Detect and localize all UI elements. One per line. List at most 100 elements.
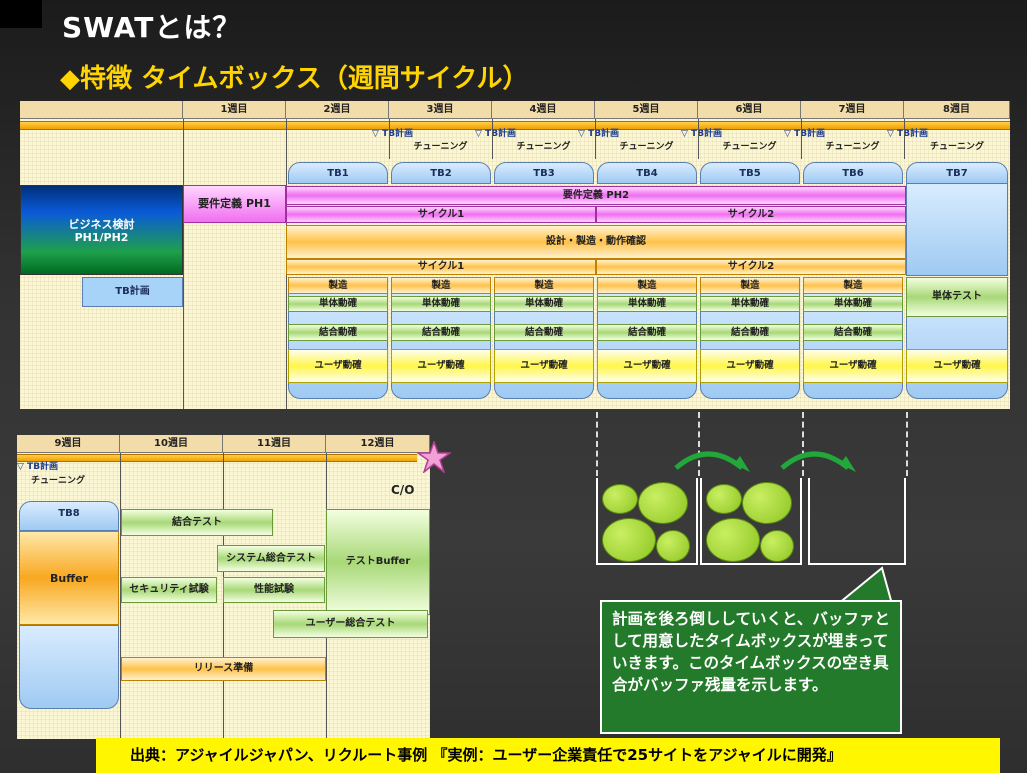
unit-check-cell: 単体動確 — [288, 296, 388, 312]
task-ball — [706, 484, 742, 514]
design-build-check-bar: 設計・製造・動作確認 — [286, 225, 906, 259]
timebox-tb6: TB6 — [803, 162, 903, 184]
task-ball — [742, 482, 792, 524]
timebox-bucket-full — [700, 478, 802, 565]
guide-dash — [906, 412, 908, 476]
build-cell: 製造 — [700, 277, 800, 294]
build-cycle2-bar: サイクル2 — [596, 259, 906, 275]
timebox-tb2: TB2 — [391, 162, 491, 184]
tuning-label: チューニング — [619, 142, 674, 152]
unit-check-cell: 単体動確 — [803, 296, 903, 312]
tb-plan-marker: ▽ TB計画 — [578, 129, 620, 139]
guide-dash — [698, 412, 700, 476]
unit-check-cell: 単体動確 — [597, 296, 697, 312]
unit-test-bar: 単体テスト — [906, 277, 1008, 317]
timeline-bar — [20, 121, 1010, 130]
week-header-12: 12週目 — [326, 435, 430, 453]
week-header-11: 11週目 — [223, 435, 326, 453]
column-divider — [389, 119, 390, 159]
integration-check-cell: 結合動確 — [803, 324, 903, 341]
week-header-7: 7週目 — [801, 101, 904, 119]
tuning-label: チューニング — [516, 142, 571, 152]
integration-check-cell: 結合動確 — [391, 324, 491, 341]
unit-check-cell: 単体動確 — [391, 296, 491, 312]
bottom-timeline-panel: 9週目 10週目 11週目 12週目 ▽ TB計画 チューニング C/O TB8… — [17, 435, 430, 739]
integration-check-cell: 結合動確 — [597, 324, 697, 341]
tb-plan-block: TB計画 — [82, 277, 183, 307]
week-header-1: 1週目 — [183, 101, 286, 119]
week-header-3: 3週目 — [389, 101, 492, 119]
week-header-blank — [20, 101, 183, 119]
tuning-label: チューニング — [929, 142, 984, 152]
buffer-explanation-callout: 計画を後ろ倒ししていくと、バッファとして用意したタイムボックスが埋まっていきます… — [600, 600, 902, 734]
build-cell: 製造 — [597, 277, 697, 294]
column-divider — [492, 119, 493, 159]
tuning-label: チューニング — [825, 142, 880, 152]
integration-check-cell: 結合動確 — [700, 324, 800, 341]
user-check-cell: ユーザ動確 — [597, 349, 697, 383]
tb-plan-marker: ▽ TB計画 — [17, 462, 59, 472]
timebox-bucket-full — [596, 478, 698, 565]
user-check-cell: ユーザ動確 — [391, 349, 491, 383]
tuning-label: チューニング — [722, 142, 777, 152]
tb-plan-marker: ▽ TB計画 — [784, 129, 826, 139]
performance-test-bar: 性能試験 — [223, 577, 325, 603]
week-header-4: 4週目 — [492, 101, 595, 119]
tb-plan-marker: ▽ TB計画 — [372, 129, 414, 139]
buffer-block: Buffer — [19, 531, 119, 625]
timebox-tb3: TB3 — [494, 162, 594, 184]
source-citation: 出典：アジャイルジャパン、リクルート事例 『実例：ユーザー企業責任で25サイトを… — [96, 738, 1000, 773]
test-buffer-block: テストBuffer — [326, 509, 430, 615]
build-cycle1-bar: サイクル1 — [286, 259, 596, 275]
column-divider — [698, 119, 699, 159]
guide-dash — [596, 412, 598, 476]
tb-plan-marker: ▽ TB計画 — [681, 129, 723, 139]
integration-test-bar: 結合テスト — [121, 509, 273, 536]
task-ball — [760, 530, 794, 562]
task-ball — [638, 482, 688, 524]
timeline-bar — [17, 454, 417, 462]
task-ball — [602, 484, 638, 514]
user-check-cell: ユーザ動確 — [700, 349, 800, 383]
release-prep-bar: リリース準備 — [121, 657, 326, 681]
tb-plan-marker: ▽ TB計画 — [475, 129, 517, 139]
guide-dash — [802, 412, 804, 476]
task-ball — [706, 518, 760, 562]
timebox-tb7: TB7 — [906, 162, 1008, 184]
security-test-bar: セキュリティ試験 — [121, 577, 217, 603]
column-divider — [801, 119, 802, 159]
timebox-tb5: TB5 — [700, 162, 800, 184]
week-header-8: 8週目 — [904, 101, 1010, 119]
timebox-tb1: TB1 — [288, 162, 388, 184]
task-ball — [656, 530, 690, 562]
user-check-cell: ユーザ動確 — [494, 349, 594, 383]
user-check-cell: ユーザ動確 — [288, 349, 388, 383]
user-check-cell: ユーザ動確 — [906, 349, 1008, 383]
timebox-bucket-empty — [808, 478, 906, 565]
corner-block — [0, 0, 42, 28]
cutover-label: C/O — [391, 483, 415, 497]
column-divider — [120, 453, 121, 739]
requirements-ph1-bar: 要件定義 PH1 — [183, 185, 286, 223]
cutover-star-icon — [417, 441, 451, 473]
unit-check-cell: 単体動確 — [494, 296, 594, 312]
task-ball — [602, 518, 656, 562]
timebox-tb8: TB8 — [19, 501, 119, 531]
week-header-2: 2週目 — [286, 101, 389, 119]
move-arrow-icon — [674, 451, 856, 472]
tuning-label: チューニング — [413, 142, 468, 152]
ph2-cycle1-bar: サイクル1 — [286, 206, 596, 223]
user-check-cell: ユーザ動確 — [803, 349, 903, 383]
requirements-ph2-bar: 要件定義 PH2 — [286, 186, 906, 205]
top-timeline-panel: 1週目 2週目 3週目 4週目 5週目 6週目 7週目 8週目 ▽ TB計画 ▽… — [20, 101, 1010, 409]
timebox-tb4: TB4 — [597, 162, 697, 184]
business-study-block: ビジネス検討 PH1/PH2 — [20, 185, 183, 275]
column-divider — [904, 119, 905, 159]
tuning-label: チューニング — [31, 476, 86, 486]
ph2-cycle2-bar: サイクル2 — [596, 206, 906, 223]
tb7-column — [906, 184, 1008, 276]
column-divider — [595, 119, 596, 159]
user-total-test-bar: ユーザー総合テスト — [273, 610, 428, 638]
build-cell: 製造 — [494, 277, 594, 294]
week-header-5: 5週目 — [595, 101, 698, 119]
